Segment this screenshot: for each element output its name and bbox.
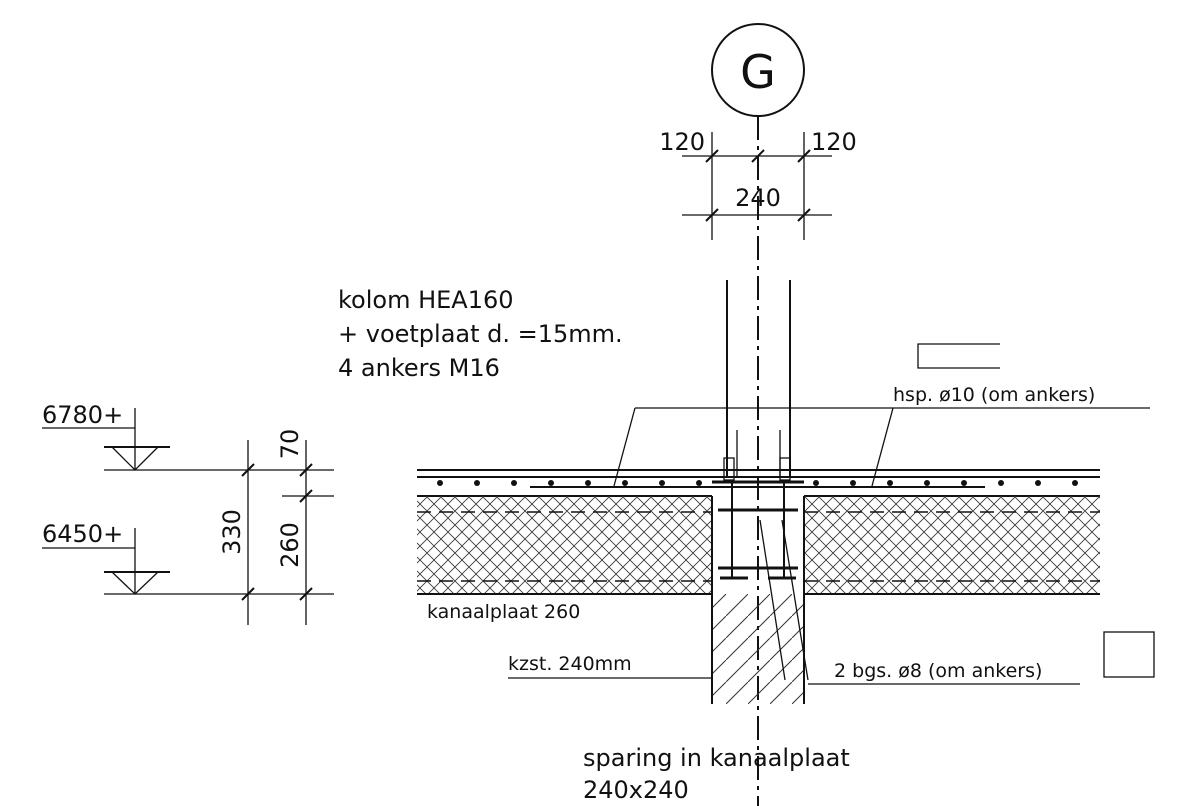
stirrup-leg bbox=[781, 519, 809, 681]
dim-tick bbox=[705, 149, 719, 163]
hairpin-leader bbox=[613, 407, 636, 487]
slab-hatch-right bbox=[804, 496, 1100, 594]
stirrup-callout: 2 bgs. ø8 (om ankers) bbox=[808, 631, 1155, 685]
hairpin-leader bbox=[871, 407, 894, 487]
masonry-wall bbox=[711, 519, 809, 704]
column-annotation: kolom HEA160 + voetplaat d. =15mm. 4 ank… bbox=[338, 286, 623, 382]
dim-tick bbox=[241, 587, 255, 601]
grid-marker: G bbox=[711, 23, 805, 117]
hairpin-label: hsp. ø10 (om ankers) bbox=[893, 384, 1095, 406]
grid-label: G bbox=[740, 45, 776, 99]
slab-callout: kanaalplaat 260 bbox=[427, 601, 580, 623]
dim-tick bbox=[241, 463, 255, 477]
column-spec: kolom HEA160 bbox=[338, 286, 514, 314]
opening-annotation: sparing in kanaalplaat 240x240 bbox=[583, 744, 850, 804]
opening-label: sparing in kanaalplaat bbox=[583, 744, 850, 772]
opening-size: 240x240 bbox=[583, 776, 689, 804]
dim-tick bbox=[299, 463, 313, 477]
stirrup-leg bbox=[759, 519, 786, 681]
top-dimensions: 120 120 240 bbox=[659, 128, 857, 240]
dim-text-lower: 260 bbox=[276, 522, 304, 568]
dim-tick bbox=[797, 208, 811, 222]
anchor-spec: 4 ankers M16 bbox=[338, 354, 500, 382]
slab-label: kanaalplaat 260 bbox=[427, 601, 580, 623]
dim-tick bbox=[751, 149, 765, 163]
slab-hatch-left bbox=[417, 496, 712, 594]
level-label-lower: 6450+ bbox=[42, 520, 123, 548]
dim-tick bbox=[797, 149, 811, 163]
level-marker-lower: 6450+ bbox=[42, 520, 334, 595]
dim-text-top-left: 120 bbox=[659, 128, 705, 156]
hairpin-symbol bbox=[917, 343, 1000, 369]
dim-text-top-total: 240 bbox=[735, 184, 781, 212]
dim-tick bbox=[299, 587, 313, 601]
wall-hatch bbox=[712, 594, 804, 704]
dim-text-top-right: 120 bbox=[811, 128, 857, 156]
level-marker-upper: 6780+ bbox=[42, 401, 334, 471]
stirrup-label: 2 bgs. ø8 (om ankers) bbox=[834, 660, 1042, 682]
vertical-dimensions: 330 70 260 bbox=[218, 429, 334, 625]
baseplate-spec: + voetplaat d. =15mm. bbox=[338, 320, 623, 348]
dim-tick bbox=[705, 208, 719, 222]
hollow-core-slab bbox=[417, 469, 1100, 595]
level-label-upper: 6780+ bbox=[42, 401, 123, 429]
dim-text-total: 330 bbox=[218, 509, 246, 555]
wall-label: kzst. 240mm bbox=[508, 653, 632, 675]
dim-text-upper: 70 bbox=[276, 429, 304, 460]
wall-callout: kzst. 240mm bbox=[508, 653, 712, 679]
rebar-dots bbox=[437, 480, 1078, 486]
hairpin-callout: hsp. ø10 (om ankers) bbox=[613, 343, 1150, 487]
stirrup-symbol bbox=[1103, 631, 1155, 678]
